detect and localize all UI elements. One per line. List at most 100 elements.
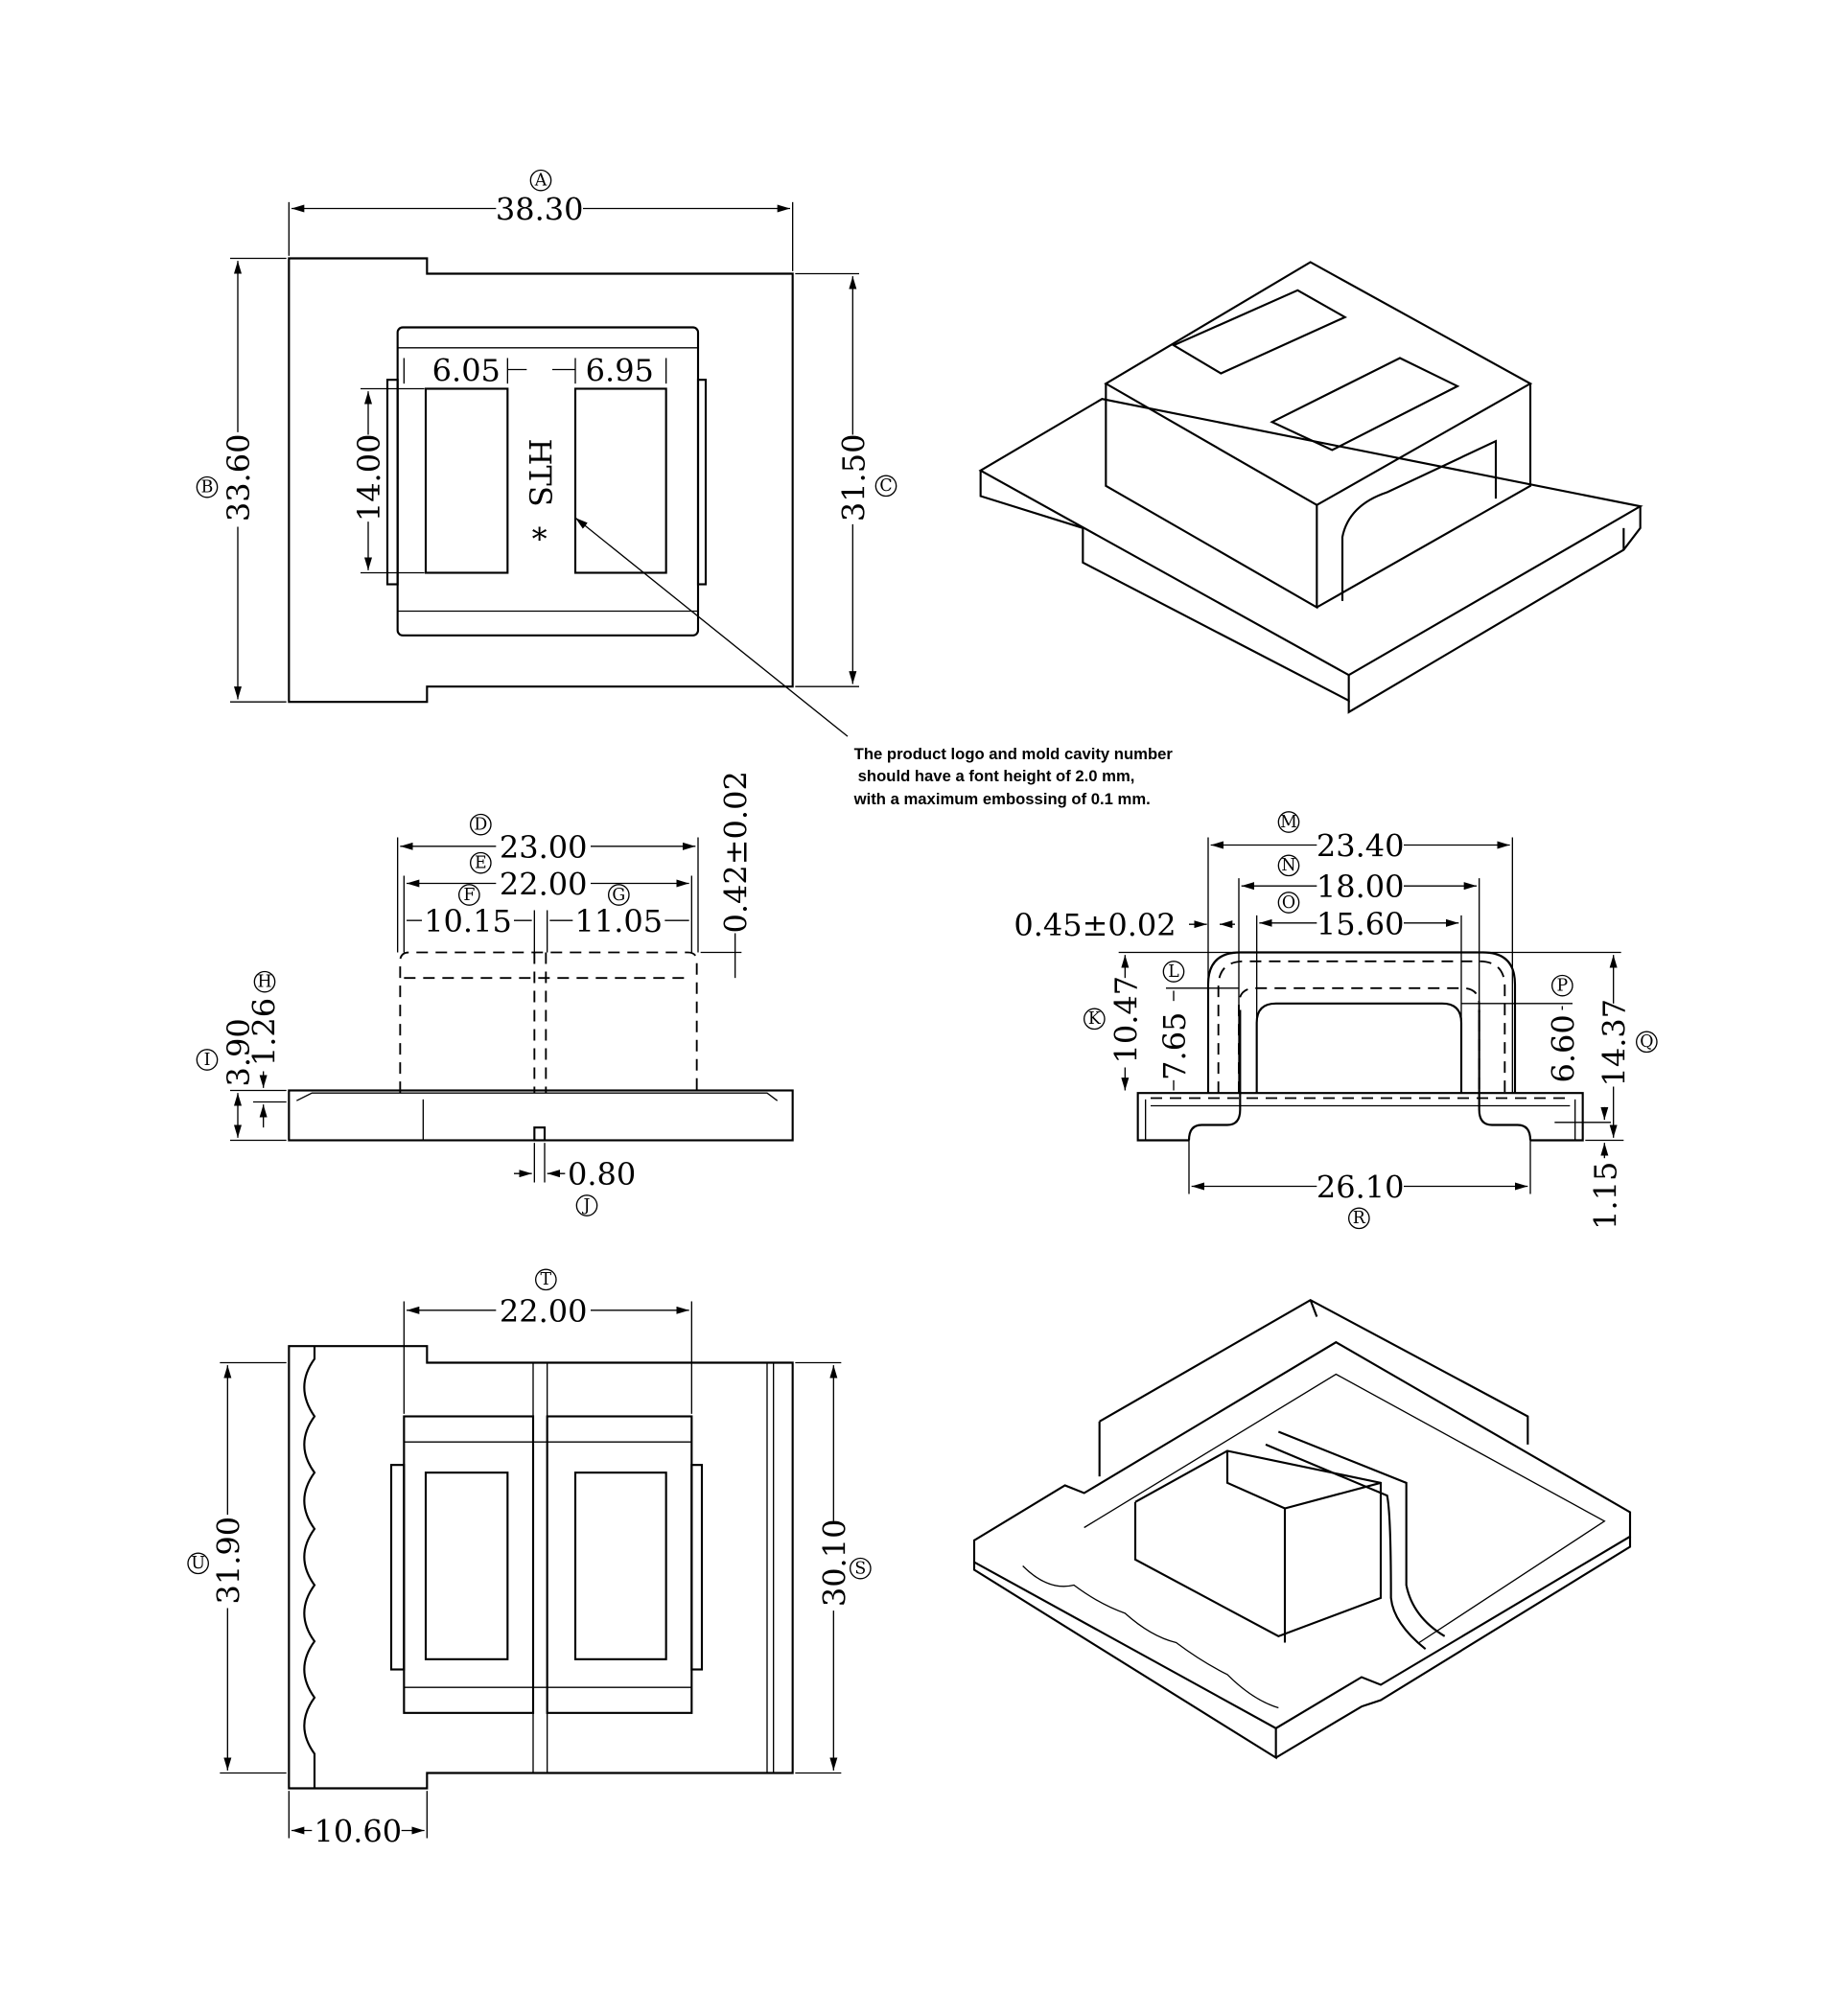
outline-line [546, 1415, 693, 1714]
outline-line [403, 1415, 535, 1714]
dim-label-u: U [191, 1554, 205, 1573]
dim-label-e: E [475, 854, 487, 873]
outline-line [1187, 1009, 1242, 1141]
dimension-label-circle [534, 1268, 557, 1291]
dim-s: 30.10 [816, 1519, 852, 1608]
dimension-label-circle [1636, 1031, 1658, 1054]
leader-arrow [574, 517, 849, 737]
dimension-label-circle [187, 1552, 209, 1575]
outline-line [303, 1346, 316, 1789]
dim-label-a: A [534, 172, 548, 191]
outline-line [1225, 1450, 1382, 1510]
logo-note: The product logo and mold cavity number … [853, 745, 1174, 808]
outline-line [972, 1562, 1277, 1760]
dim-window-height: 14.00 [351, 434, 387, 522]
outline-line [1316, 383, 1532, 609]
dim-j: 0.80 [568, 1156, 636, 1193]
dim-label-j: J [582, 1196, 591, 1216]
dim-b: 33.60 [221, 434, 257, 522]
left-window [424, 387, 509, 574]
outline-line [389, 1464, 406, 1671]
dim-label-p: P [1556, 977, 1568, 996]
outline-line [1265, 1443, 1427, 1650]
dim-label-q: Q [1640, 1032, 1653, 1052]
front-view: 23.00 D 22.00 E 10.15 11.05 F G 0.42±0.0… [196, 771, 794, 1217]
dim-label-k: K [1088, 1009, 1102, 1029]
hidden-line [399, 951, 698, 1094]
outline-line [288, 257, 794, 704]
dim-l: 7.65 [1156, 1012, 1193, 1080]
dimension-label-circle [196, 1049, 219, 1071]
dimension-label-circle [253, 970, 276, 993]
outline-line [1206, 951, 1517, 1094]
outline-line [1347, 506, 1642, 714]
outline-line [1136, 1092, 1584, 1142]
dim-k: 10.47 [1107, 976, 1144, 1064]
note-line-1: The product logo and mold cavity number [854, 745, 1174, 763]
dimension-label-circle [470, 851, 492, 874]
outline-line [1275, 1536, 1632, 1759]
dimension-line [1022, 1565, 1279, 1709]
dim-base-thickness: 1.15 [1587, 1162, 1623, 1230]
dimension-line [296, 1092, 779, 1101]
outline-line [1099, 1298, 1529, 1445]
dim-tolerance-042: 0.42±0.02 [718, 771, 755, 933]
outline-line [533, 1126, 547, 1142]
dim-a: 38.30 [496, 192, 584, 228]
outline-line [972, 1340, 1632, 1730]
dim-n: 18.00 [1317, 869, 1405, 905]
hidden-line [1238, 986, 1480, 1094]
outline-line [385, 379, 399, 586]
dim-label-b: B [201, 478, 214, 498]
outline-line [979, 470, 1350, 703]
dim-label-d: D [474, 816, 487, 835]
dimension-label-circle [1348, 1207, 1370, 1230]
dim-f: 10.15 [424, 903, 512, 939]
note-line-3: with a maximum embossing of 0.1 mm. [853, 790, 1151, 808]
dimension-label-circle [1551, 974, 1573, 997]
isometric-bottom-view [972, 1298, 1632, 1760]
dim-q: 14.37 [1596, 999, 1633, 1087]
dim-p: 6.60 [1545, 1014, 1581, 1082]
dim-window-right: 6.95 [586, 353, 654, 389]
dim-e: 22.00 [500, 867, 588, 903]
outline-line [573, 1471, 667, 1660]
dim-label-t: T [541, 1270, 552, 1289]
dim-d: 23.00 [500, 829, 588, 866]
dim-tolerance-045: 0.45±0.02 [1014, 907, 1176, 943]
outline-line [1133, 1449, 1383, 1638]
top-view: HTS * A 38.30 33.60 B 31.50 C 14.00 6. [196, 169, 897, 737]
outline-line [1270, 357, 1460, 452]
right-window [573, 387, 667, 574]
dimension-line [1084, 1373, 1606, 1644]
outline-line [1277, 1430, 1446, 1637]
dim-o: 15.60 [1317, 906, 1405, 942]
outline-line [288, 1089, 794, 1142]
dim-m: 23.40 [1317, 828, 1405, 865]
logo-text: HTS [522, 439, 558, 507]
outline-line [1171, 289, 1348, 375]
outline-line [1478, 1009, 1532, 1141]
bottom-view: 22.00 T 31.90 U 30.10 S 10.60 [187, 1268, 872, 1850]
dimension-label-circle [849, 1557, 872, 1580]
dim-label-r: R [1353, 1209, 1366, 1228]
dim-window-left: 6.05 [432, 353, 501, 389]
dim-label-g: G [612, 886, 625, 905]
dim-label-m: M [1280, 813, 1297, 832]
dimension-label-circle [1277, 811, 1300, 833]
dim-u: 31.90 [210, 1517, 246, 1605]
dimension-label-circle [1277, 854, 1300, 877]
dimension-label-circle [575, 1194, 598, 1217]
dim-offset: 10.60 [315, 1814, 403, 1850]
dimension-label-circle [1277, 892, 1300, 914]
dim-label-c: C [879, 476, 892, 496]
cavity-mark: * [532, 521, 548, 558]
note-line-2: should have a font height of 2.0 mm, [858, 767, 1135, 785]
dim-label-o: O [1282, 893, 1295, 913]
dim-t: 22.00 [500, 1293, 588, 1330]
dimension-label-circle [607, 884, 630, 906]
dim-c: 31.50 [835, 434, 872, 522]
dimension-label-circle [529, 169, 552, 192]
